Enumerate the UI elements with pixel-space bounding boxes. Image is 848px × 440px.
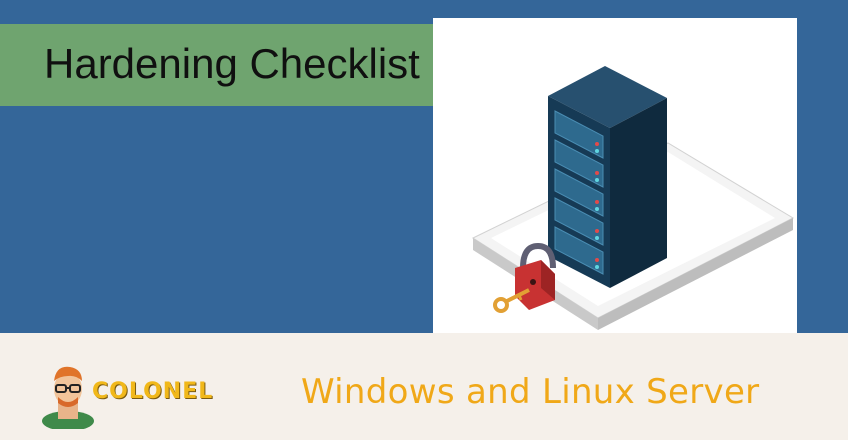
padlock-icon	[515, 242, 556, 310]
hero-area: Hardening Checklist	[0, 18, 797, 333]
page-subtitle: Windows and Linux Server	[301, 372, 760, 412]
footer-bar: COLONEL Windows and Linux Server	[0, 333, 848, 440]
illustration-panel	[433, 18, 797, 333]
mascot-icon	[42, 366, 94, 431]
page-title: Hardening Checklist	[44, 40, 420, 87]
brand-logo-text: COLONEL	[92, 379, 214, 404]
server-rack-with-padlock-icon	[471, 66, 795, 330]
mascot-avatar	[38, 363, 98, 431]
key-icon	[493, 288, 530, 313]
server-leds	[595, 142, 599, 269]
title-banner	[0, 24, 505, 106]
server-rack	[548, 66, 667, 288]
server-units	[554, 110, 604, 275]
